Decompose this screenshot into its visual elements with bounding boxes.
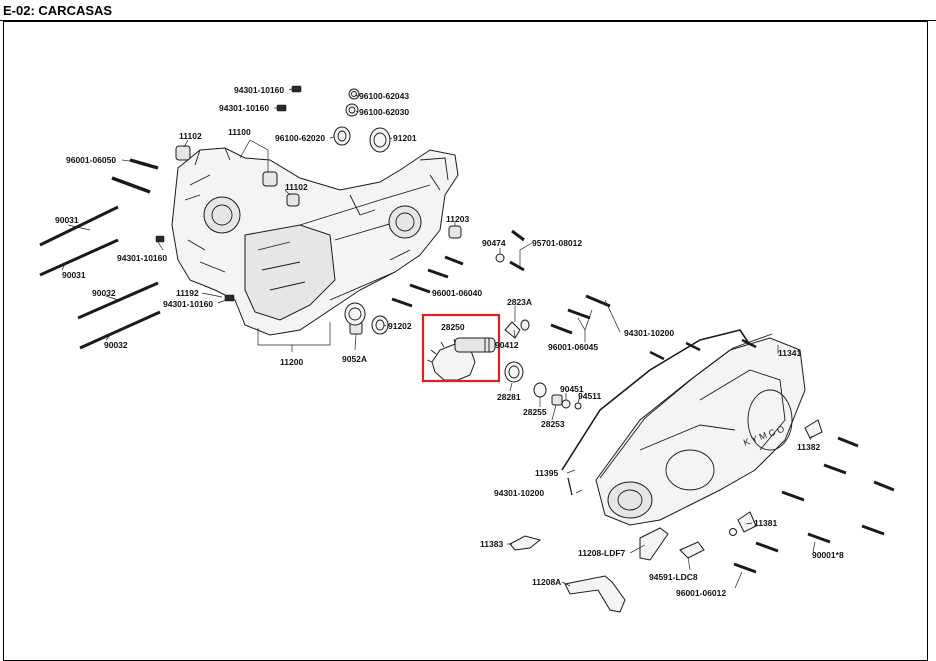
label-96001-06050: 96001-06050 xyxy=(66,155,116,165)
label-94511: 94511 xyxy=(578,391,601,401)
left-crankcase-half xyxy=(171,147,459,336)
cover-gasket xyxy=(561,329,751,496)
label-11200: 11200 xyxy=(280,357,303,367)
crankcase-side-bolts xyxy=(391,229,611,335)
label-11102-a: 11102 xyxy=(179,131,202,141)
crankcase-bushings xyxy=(175,145,462,335)
label-94301-10160-d: 94301-10160 xyxy=(163,299,213,309)
label-90001-8: 90001*8 xyxy=(812,550,844,560)
label-90031-a: 90031 xyxy=(55,215,79,225)
label-96100-62020: 96100-62020 xyxy=(275,133,325,143)
label-94301-10160-c: 94301-10160 xyxy=(117,253,167,263)
label-94301-10160-a: 94301-10160 xyxy=(234,85,284,95)
label-96001-06045: 96001-06045 xyxy=(548,342,598,352)
label-11208A: 11208A xyxy=(532,577,561,587)
label-94301-10200-a: 94301-10200 xyxy=(624,328,674,338)
label-11341: 11341 xyxy=(778,348,801,358)
label-90032-b: 90032 xyxy=(104,340,128,350)
page-title: E-02: CARCASAS xyxy=(3,3,113,18)
label-11382: 11382 xyxy=(797,442,820,452)
kick-starter-parts xyxy=(426,319,582,410)
highlight-box-28250 xyxy=(421,313,501,383)
leader-lines xyxy=(61,88,816,589)
part-labels: 94301-10160 94301-10160 96100-62043 9610… xyxy=(55,85,844,598)
label-90412: 90412 xyxy=(495,340,519,350)
transmission-cover: K Y M C O xyxy=(595,333,806,526)
label-90032-a: 90032 xyxy=(92,288,116,298)
label-11102-b: 11102 xyxy=(285,182,308,192)
oil-seals xyxy=(333,88,391,335)
label-96001-06040: 96001-06040 xyxy=(432,288,482,298)
label-91201: 91201 xyxy=(393,133,417,143)
label-96100-62043: 96100-62043 xyxy=(359,91,409,101)
lower-small-parts xyxy=(509,419,823,613)
label-11395: 11395 xyxy=(535,468,558,478)
page-header: E-02: CARCASAS xyxy=(0,0,936,21)
label-96100-62030: 96100-62030 xyxy=(359,107,409,117)
long-studs xyxy=(39,158,161,350)
label-94591-LDC8: 94591-LDC8 xyxy=(649,572,698,582)
label-94301-10200-b: 94301-10200 xyxy=(494,488,544,498)
label-28281: 28281 xyxy=(497,392,521,402)
cover-bolts xyxy=(649,338,895,574)
label-95701-08012: 95701-08012 xyxy=(532,238,582,248)
label-91202: 91202 xyxy=(388,321,412,331)
small-top-bolts xyxy=(155,85,302,302)
label-28250: 28250 xyxy=(441,322,465,332)
label-11192: 11192 xyxy=(176,288,199,298)
label-11383: 11383 xyxy=(480,539,503,549)
label-28253: 28253 xyxy=(541,419,565,429)
label-96001-06012: 96001-06012 xyxy=(676,588,726,598)
label-11203: 11203 xyxy=(446,214,469,224)
label-28255: 28255 xyxy=(523,407,547,417)
label-11100: 11100 xyxy=(228,127,251,137)
label-2823A: 2823A xyxy=(507,297,532,307)
label-90451: 90451 xyxy=(560,384,584,394)
label-11208-LDF7: 11208-LDF7 xyxy=(578,548,626,558)
label-94301-10160-b: 94301-10160 xyxy=(219,103,269,113)
label-9052A: 9052A xyxy=(342,354,367,364)
label-11381: 11381 xyxy=(754,518,777,528)
label-90474: 90474 xyxy=(482,238,506,248)
label-90031-b: 90031 xyxy=(62,270,86,280)
